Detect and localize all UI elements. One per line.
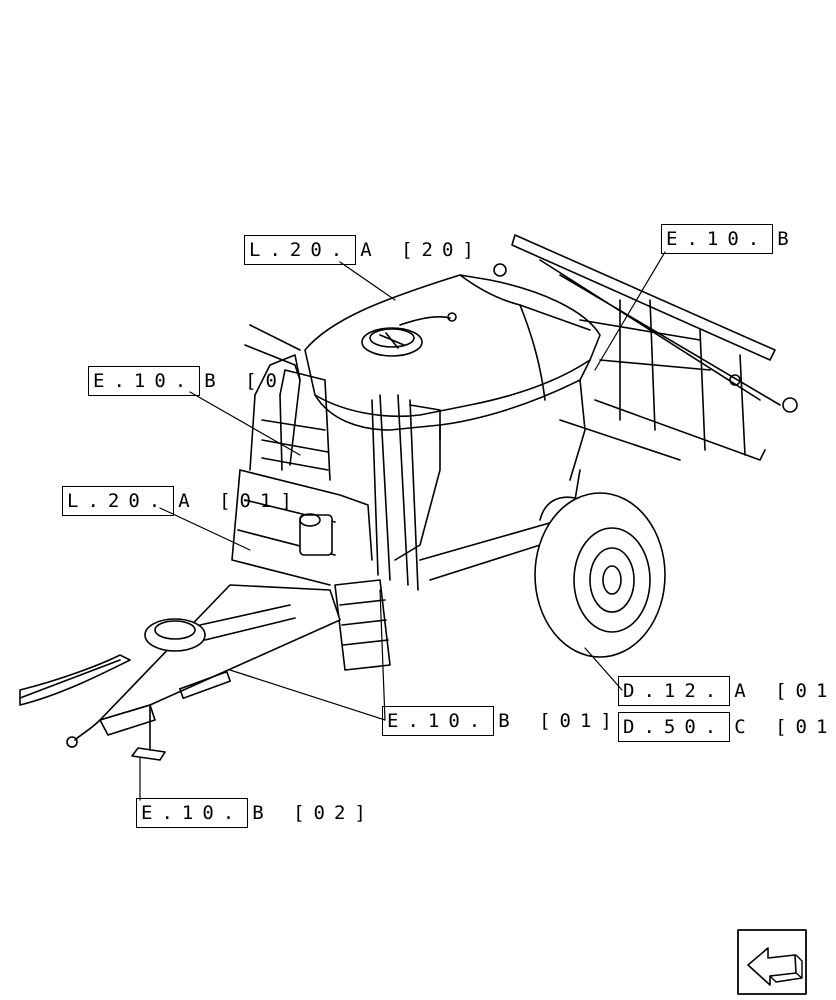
chassis-drawing [19,469,581,761]
callout-code: E.10. [661,224,774,254]
callout-code: D.12. [618,676,731,706]
callout-suffix: A [01] [178,490,301,512]
callout-suffix: B [777,228,798,250]
callout-suffix: C [01 [734,716,836,738]
callout-suffix: A [20] [360,239,483,261]
next-page-arrow-icon [737,929,807,995]
callout-e10b-02[interactable]: E.10.B [02] [136,798,375,828]
callout-l20a-20[interactable]: L.20.A [20] [244,235,483,265]
ladder-drawing [231,354,419,671]
tank-drawing [304,274,601,561]
callout-suffix: A [01 [734,680,836,702]
wheel-drawing [534,492,666,658]
callout-suffix: B [01] [498,710,621,732]
callout-e10b-01[interactable]: E.10.B [01] [382,706,621,736]
parts-diagram-page: L.20.A [20] E.10.B E.10.B [0 L.20.A [01]… [19,224,828,995]
callout-code: L.20. [62,486,175,516]
callout-code: E.10. [88,366,201,396]
callout-suffix: B [02] [252,802,375,824]
callout-e10b-left[interactable]: E.10.B [0 [88,366,286,396]
callout-suffix: B [0 [204,370,286,392]
callout-code: E.10. [382,706,495,736]
callout-code: E.10. [136,798,249,828]
callout-d12a[interactable]: D.12.A [01 [618,676,836,706]
leader-lines [139,251,666,801]
boom-drawing [244,234,798,461]
callout-e10b-top[interactable]: E.10.B [661,224,798,254]
callout-l20a-mid[interactable]: L.20.A [01] [62,486,301,516]
callout-d50c[interactable]: D.50.C [01 [618,712,836,742]
sprayer-illustration [19,234,807,995]
callout-code: L.20. [244,235,357,265]
callout-code: D.50. [618,712,731,742]
